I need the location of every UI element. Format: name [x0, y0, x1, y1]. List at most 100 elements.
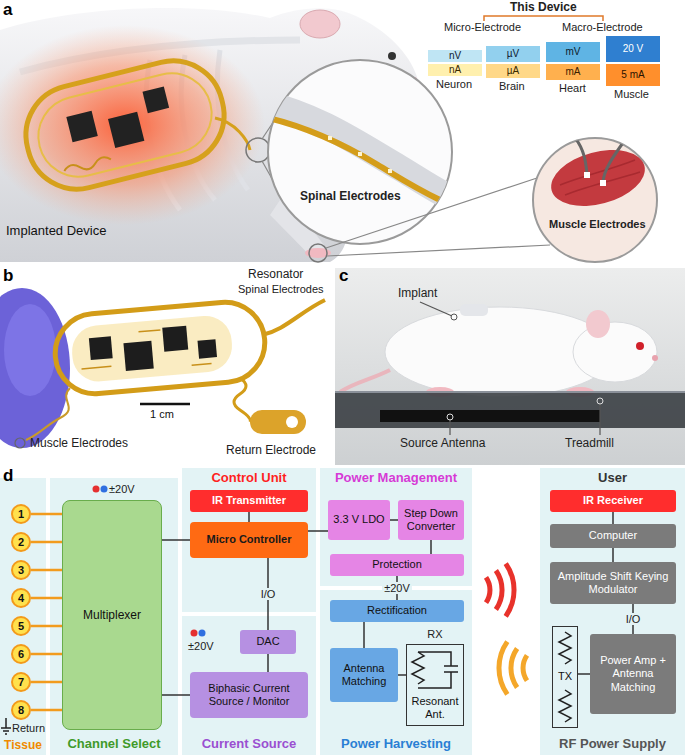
voltage-bar: 20 V [606, 36, 660, 62]
device-photo-part-part [52, 299, 268, 397]
device-photo-part [250, 410, 306, 434]
current-bar: µA [486, 64, 540, 78]
part-label: Treadmill [565, 437, 614, 451]
node-text: Amplitude Shift Keying Modulator [554, 570, 672, 596]
implanted-device-part [142, 86, 169, 113]
protection-box: Protection [330, 554, 464, 576]
electrode-channel: 6 [11, 644, 31, 664]
node-text: mV [546, 47, 600, 57]
node-text: TX [553, 670, 577, 683]
implanted-device-part [30, 65, 220, 185]
tissue-name: Brain [499, 80, 525, 93]
band-title: Power Management [320, 470, 472, 486]
tissue-band: Tissue12345678 [0, 478, 46, 755]
band-title: RF Power Supply [540, 736, 685, 752]
node-text: Antenna Matching [334, 662, 394, 688]
supply-dots [93, 486, 206, 637]
matching-box: Antenna Matching [330, 648, 398, 702]
electrode-channel: 5 [11, 616, 31, 636]
scale-bracket-part [484, 16, 603, 21]
device-photo [0, 288, 325, 448]
ground-symbol [1, 718, 11, 734]
node-text: 5 [13, 621, 29, 632]
spinal-magnifier-part-part [260, 102, 470, 208]
spinal-magnifier-part [215, 118, 250, 150]
muscle-magnifier-part [533, 138, 657, 262]
signal-wire [632, 604, 634, 634]
implanted-device-part [63, 156, 112, 175]
signal-wire [162, 539, 190, 541]
treadmill-photo-part [449, 420, 450, 435]
spinal-magnifier-part-part [328, 136, 332, 140]
spinal-magnifier-part [260, 102, 470, 208]
wireless-waves-part [486, 564, 514, 617]
electrode-wire [31, 569, 62, 572]
power-management-band: Power Management3.3 V LDOStep Down Conve… [320, 468, 472, 586]
part-label: Spinal Electrodes [300, 190, 401, 204]
treadmill-photo [335, 268, 685, 465]
supply-dots-part [199, 630, 206, 637]
rectifier-box: Rectification [330, 600, 464, 622]
spinal-magnifier-part [268, 60, 452, 244]
group-heading: This Device [510, 1, 577, 15]
device-photo-part [140, 403, 190, 406]
device-photo-part-part [70, 314, 234, 384]
node-text: Computer [554, 529, 672, 542]
treadmill-photo-part [420, 302, 452, 316]
node-text: 7 [13, 677, 29, 688]
tx-coil [559, 632, 571, 722]
signal-wire [430, 540, 432, 554]
signal-wire [398, 674, 406, 676]
rx-coil-part [412, 652, 458, 688]
node-text: 5 mA [606, 70, 660, 80]
rat-illustration-part [388, 52, 396, 60]
voltage-bar: mV [546, 42, 600, 62]
signal-wire [267, 558, 269, 630]
device-photo-part-part [123, 341, 153, 371]
part-label: Implanted Device [6, 224, 106, 239]
band-title: User [540, 470, 685, 486]
muscle-magnifier-part-part [545, 140, 651, 215]
node-text: 4 [13, 593, 29, 604]
electrode-channel: 4 [11, 588, 31, 608]
device-photo-part [4, 304, 56, 396]
current-source-band: Current SourceDACBiphasic Current Source… [182, 616, 316, 755]
treadmill-photo-part [380, 410, 600, 422]
part-label: Spinal Electrodes [238, 283, 324, 296]
electrode-wire [31, 653, 62, 656]
panel-letter: b [3, 266, 13, 286]
band-title: Channel Select [50, 736, 178, 752]
muscle-magnifier-part [545, 138, 651, 216]
treadmill-photo-part [447, 414, 453, 420]
node-text: DAC [244, 635, 292, 648]
spinal-magnifier-part-part [268, 118, 440, 200]
device-photo-part [15, 438, 25, 448]
current-source-box: Biphasic Current Source / Monitor [190, 672, 308, 718]
device-photo-part-part [79, 326, 212, 375]
electrode-channel: 3 [11, 560, 31, 580]
user-band: UserRF Power SupplyIR ReceiverComputerAm… [540, 468, 685, 755]
rx-coil [412, 652, 458, 688]
voltage-label: ±20V [188, 640, 214, 653]
node-text: 3 [13, 565, 29, 576]
node-text: IR Transmitter [194, 494, 304, 507]
device-photo-part [286, 416, 298, 428]
voltage-bar: µV [486, 46, 540, 62]
implanted-device [15, 50, 234, 199]
scale-bracket [484, 16, 603, 21]
panel-letter: d [3, 466, 13, 486]
ir-transmitter-box: IR Transmitter [190, 490, 308, 512]
signal-wire [390, 519, 398, 521]
resonant-antenna: RXResonant Ant. [406, 644, 464, 726]
device-photo-part [234, 378, 250, 422]
signal-wire [248, 512, 250, 522]
channel-select-band: Channel SelectMultiplexer [50, 478, 178, 755]
power-amp-box: Power Amp + Antenna Matching [590, 634, 676, 714]
electrode-wire [31, 513, 62, 516]
panel-letter: a [3, 0, 12, 20]
implanted-device-part [15, 50, 234, 199]
electrode-channel: 2 [11, 532, 31, 552]
microcontroller-box: Micro Controller [190, 522, 308, 558]
node-text: 8 [13, 705, 29, 716]
